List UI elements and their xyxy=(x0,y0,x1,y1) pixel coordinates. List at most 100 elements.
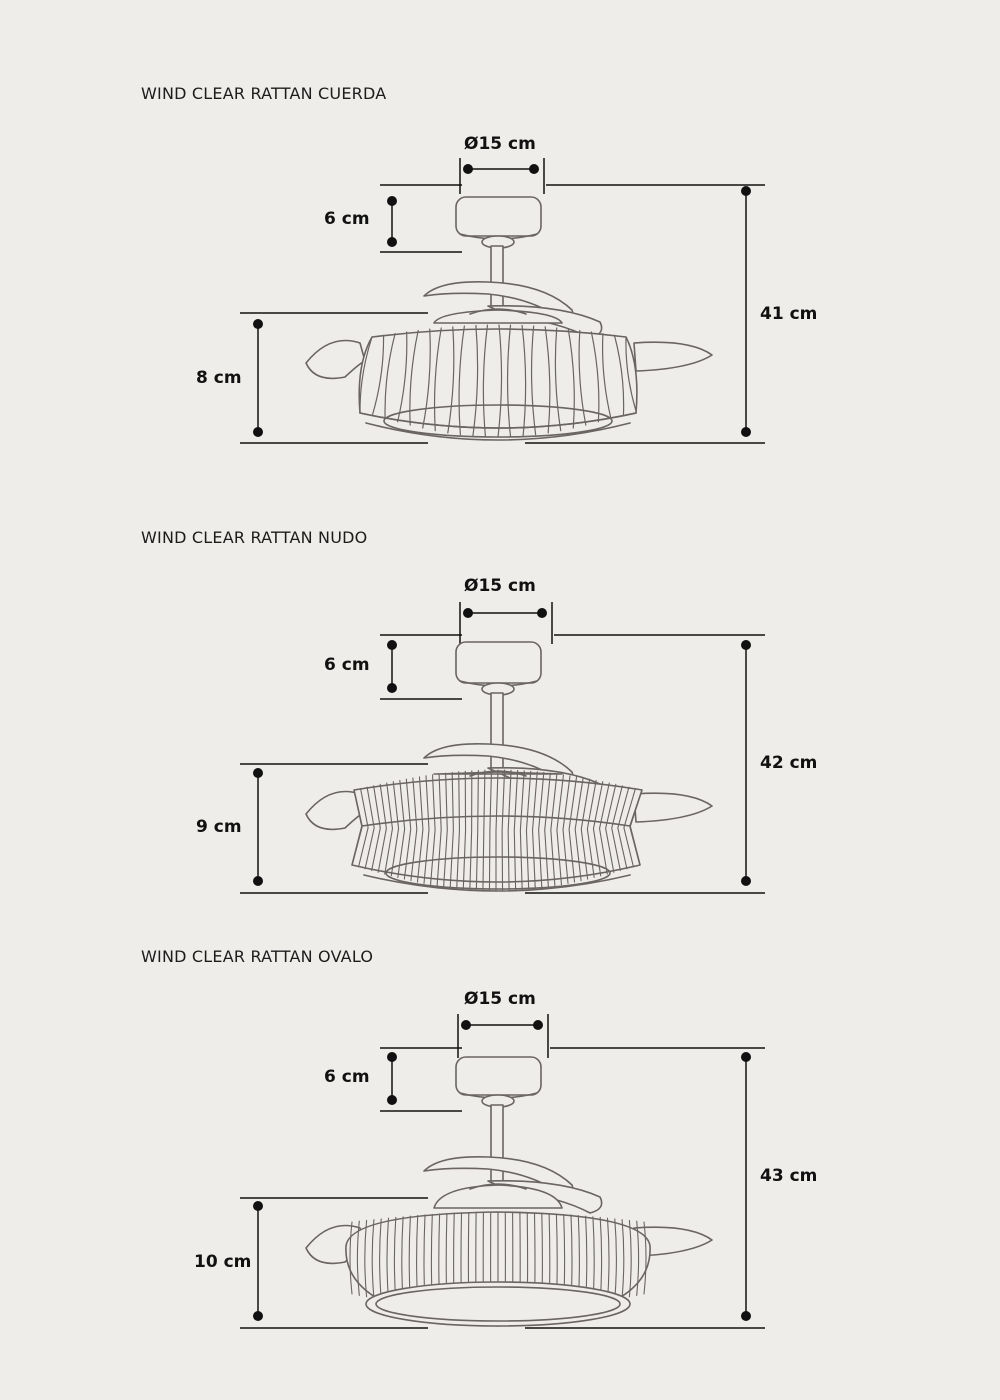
rattan-strand xyxy=(550,773,558,887)
rattan-strand xyxy=(390,781,400,877)
rattan-strand xyxy=(422,328,431,429)
rattan-strand xyxy=(554,327,562,432)
rattan-strand xyxy=(507,769,512,892)
rattan-strand xyxy=(472,324,479,437)
rattan-strand xyxy=(488,769,493,892)
motor-housing xyxy=(433,309,563,324)
rattan-strand xyxy=(475,769,479,891)
dimension-dot xyxy=(253,427,263,437)
light-diffuser-inner xyxy=(375,1286,621,1322)
canopy xyxy=(455,641,542,684)
canopy xyxy=(455,196,542,237)
blade-left xyxy=(305,339,366,380)
downrod xyxy=(490,245,504,307)
rattan-strand xyxy=(519,770,525,891)
motor-housing xyxy=(433,1184,563,1209)
rattan-strand xyxy=(458,325,465,436)
dimension-dot xyxy=(741,427,751,437)
rattan-strand xyxy=(636,1220,640,1296)
rattan-strand xyxy=(605,783,617,873)
rattan-strand xyxy=(357,788,369,868)
rattan-strand xyxy=(525,770,532,890)
diameter-label: Ø15 cm xyxy=(464,989,536,1009)
dimension-dot xyxy=(537,608,547,618)
dimension-dot xyxy=(387,683,397,693)
rattan-strand xyxy=(623,788,637,868)
rattan-strand xyxy=(578,329,587,426)
shade-lower-band xyxy=(363,874,631,892)
rattan-strand xyxy=(625,336,637,412)
rattan-strand xyxy=(544,326,551,434)
rattan-strand xyxy=(456,771,461,890)
dimension-dot xyxy=(533,1020,543,1030)
shade-bottom-edge xyxy=(359,412,637,429)
canopy-height-label: 6 cm xyxy=(324,1067,370,1087)
rattan-strand xyxy=(586,779,597,879)
rattan-strand xyxy=(449,771,454,889)
canopy-height-label: 6 cm xyxy=(324,209,370,229)
rattan-strand xyxy=(443,772,448,888)
rattan-strand xyxy=(403,778,412,880)
dimension-dot xyxy=(387,196,397,206)
rattan-strand xyxy=(628,1219,632,1298)
dimension-dot xyxy=(461,1020,471,1030)
dimension-dot xyxy=(387,237,397,247)
total-height-label: 41 cm xyxy=(760,304,818,324)
rattan-strand xyxy=(501,769,506,892)
blade-right xyxy=(633,341,713,372)
rattan-strand xyxy=(613,334,625,416)
rattan-strand xyxy=(495,769,499,892)
rattan-strand xyxy=(377,783,387,873)
section-ovalo: WIND CLEAR RATTAN OVALO Ø15 cm 6 cm 10 c… xyxy=(0,940,1000,1380)
rattan-strand xyxy=(614,1218,617,1301)
shade-lower-band xyxy=(365,422,631,441)
fan-drawing-cuerda xyxy=(240,158,765,444)
rattan-strand xyxy=(364,1219,368,1298)
rattan-strand xyxy=(482,324,489,438)
rattan-strand xyxy=(601,333,612,419)
dimension-dot xyxy=(253,768,263,778)
fan-drawing-ovalo xyxy=(240,1014,765,1329)
light-diffuser xyxy=(383,404,613,438)
rattan-strand xyxy=(359,336,373,412)
shade-height-label: 10 cm xyxy=(194,1252,252,1272)
motor-top xyxy=(469,308,527,315)
dimension-dot xyxy=(387,1095,397,1105)
rattan-strand xyxy=(397,779,406,879)
rattan-strand xyxy=(364,786,375,870)
dimension-dot xyxy=(529,164,539,174)
rattan-strand xyxy=(538,771,545,889)
rattan-strand xyxy=(598,782,610,875)
rattan-strand xyxy=(351,789,363,866)
shade-waist xyxy=(361,815,631,827)
motor-top xyxy=(469,1183,527,1190)
rattan-strands xyxy=(359,324,637,438)
rattan-strand xyxy=(371,334,385,416)
rattan-strand xyxy=(568,776,578,883)
rattan-strand xyxy=(592,781,604,877)
diameter-label: Ø15 cm xyxy=(464,134,536,154)
blade-right xyxy=(633,1226,713,1257)
rattan-strand xyxy=(611,785,623,872)
rattan-strand xyxy=(556,774,565,886)
rattan-strand xyxy=(643,1221,647,1295)
canopy-height-label: 6 cm xyxy=(324,655,370,675)
fan-drawing-nudo xyxy=(240,602,765,894)
rattan-strand xyxy=(433,327,442,432)
rattan-strand xyxy=(423,775,430,884)
dimension-dot xyxy=(387,640,397,650)
light-diffuser xyxy=(385,856,611,890)
dimension-dot xyxy=(253,1311,263,1321)
dimension-dot xyxy=(463,164,473,174)
section-title: WIND CLEAR RATTAN NUDO xyxy=(141,528,368,547)
section-title: WIND CLEAR RATTAN OVALO xyxy=(141,947,374,966)
dimension-dot xyxy=(253,1201,263,1211)
rattan-strand xyxy=(447,326,455,434)
rattan-strand xyxy=(409,329,419,426)
rattan-strand xyxy=(429,774,436,886)
rattan-strand xyxy=(531,771,538,890)
rattan-strand xyxy=(621,1219,625,1299)
rattan-strand xyxy=(567,328,575,429)
shade-height-label: 9 cm xyxy=(196,817,242,837)
rattan-strand xyxy=(544,772,551,888)
